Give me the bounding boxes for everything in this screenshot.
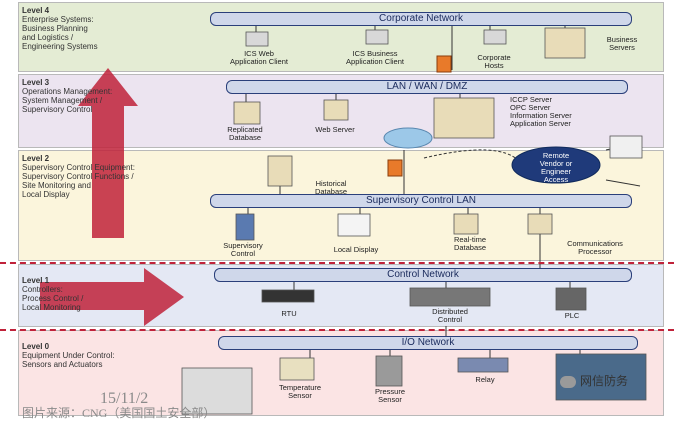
wechat-logo: 网信防务 [560, 372, 628, 389]
web-server-label: Web Server [315, 125, 355, 134]
level-desc: Local Display [22, 190, 70, 199]
image-source-caption: 图片来源：CNG（美国国土安全部） [22, 406, 216, 420]
level-2-label: Level 2 Supervisory Control Equipment: S… [22, 154, 135, 199]
level-title: Level 0 [22, 342, 50, 351]
rtu-icon [261, 289, 315, 303]
ics-web-client-icon [245, 31, 269, 47]
logo-text: 网信防务 [580, 374, 629, 388]
level-title: Level 1 [22, 276, 50, 285]
web-server-icon [323, 99, 349, 121]
date-stamp: 15/11/2 [100, 390, 149, 407]
level-desc: Supervisory Control [22, 105, 93, 114]
replicated-db-icon [233, 101, 261, 125]
relay-icon [457, 357, 509, 373]
level-desc: Local Monitoring [22, 303, 81, 312]
cloud-icon [383, 127, 433, 149]
level-title: Level 4 [22, 6, 50, 15]
level-desc: and Logistics / [22, 33, 74, 42]
io-network-bus: I/O Network [218, 336, 638, 350]
up-arrow [78, 68, 138, 238]
realtime-db-icon [453, 213, 479, 235]
realtime-db-label: Real-time Database [453, 235, 487, 252]
business-servers-icon [544, 27, 586, 59]
lan-wan-dmz-bus: LAN / WAN / DMZ [226, 80, 628, 94]
supervisory-control-icon [235, 213, 255, 241]
plc-label: PLC [564, 311, 580, 320]
level-desc: Process Control / [22, 294, 84, 303]
firewall-icon [436, 55, 452, 73]
level-desc: Operations Management: [22, 87, 113, 96]
distributed-control-label: Distributed Control [432, 307, 468, 324]
local-display-label: Local Display [333, 245, 379, 254]
replicated-db-label: Replicated Database [227, 125, 263, 142]
rtu-label: RTU [281, 309, 297, 318]
level-desc: Sensors and Actuators [22, 360, 103, 369]
distributed-control-icon [409, 287, 491, 307]
historical-db-icon [267, 155, 293, 187]
level-title: Level 2 [22, 154, 50, 163]
remote-vendor-label: Remote Vendor or Engineer Access [539, 151, 573, 184]
corporate-hosts-label: Corporate Hosts [477, 53, 511, 70]
historical-db-label: Historical Database [314, 179, 348, 196]
business-servers-label: Business Servers [606, 35, 638, 52]
remote-building-icon [609, 135, 643, 159]
device-icons [181, 27, 647, 415]
level-3-label: Level 3 Operations Management: System Ma… [22, 78, 112, 114]
pressure-sensor-label: Pressure Sensor [374, 387, 405, 404]
ics-business-client-label: ICS Business Application Client [346, 49, 404, 66]
firewall-icon [387, 159, 403, 177]
level-desc: Equipment Under Control: [22, 351, 115, 360]
level-desc: Supervisory Control Equipment: [22, 163, 135, 172]
iccp-server-label: ICCP Server OPC Server Information Serve… [510, 95, 572, 128]
level-desc: Controllers: [22, 285, 63, 294]
corporate-hosts-icon [483, 29, 507, 45]
level-title: Level 3 [22, 78, 50, 87]
iccp-server-icon [433, 97, 495, 139]
supervisory-lan-bus: Supervisory Control LAN [210, 194, 632, 208]
local-display-icon [337, 213, 371, 237]
supervisory-control-label: Supervisory Control [223, 241, 263, 258]
right-arrow [40, 268, 184, 326]
level-desc: Business Planning [22, 24, 88, 33]
level-desc: Site Monitoring and [22, 181, 91, 190]
temperature-sensor-label: Temperature Sensor [278, 383, 322, 400]
corporate-network-bus: Corporate Network [210, 12, 632, 26]
level-0-label: Level 0 Equipment Under Control: Sensors… [22, 342, 115, 369]
level-desc: Engineering Systems [22, 42, 98, 51]
comm-processor-label: Communications Processor [567, 239, 623, 256]
wechat-icon [560, 375, 576, 388]
relay-label: Relay [475, 375, 495, 384]
pressure-sensor-icon [375, 355, 403, 387]
remote-access-cloud-icon [511, 146, 601, 184]
level-1-label: Level 1 Controllers: Process Control / L… [22, 276, 83, 312]
ics-web-client-label: ICS Web Application Client [230, 49, 288, 66]
level-4-label: Level 4 Enterprise Systems: Business Pla… [22, 6, 98, 51]
divider-line [0, 329, 674, 331]
comm-processor-icon [527, 213, 553, 235]
level-desc: Enterprise Systems: [22, 15, 94, 24]
divider-line [0, 262, 674, 264]
cloud-icons [383, 127, 601, 184]
control-network-bus: Control Network [214, 268, 632, 282]
level-desc: Supervisory Control Functions / [22, 172, 134, 181]
plc-icon [555, 287, 587, 311]
tower-photo [181, 367, 253, 415]
level-desc: System Management / [22, 96, 103, 105]
ics-business-client-icon [365, 29, 389, 45]
red-arrows [40, 68, 184, 326]
temperature-sensor-icon [279, 357, 315, 381]
firewall-icons [387, 55, 452, 177]
